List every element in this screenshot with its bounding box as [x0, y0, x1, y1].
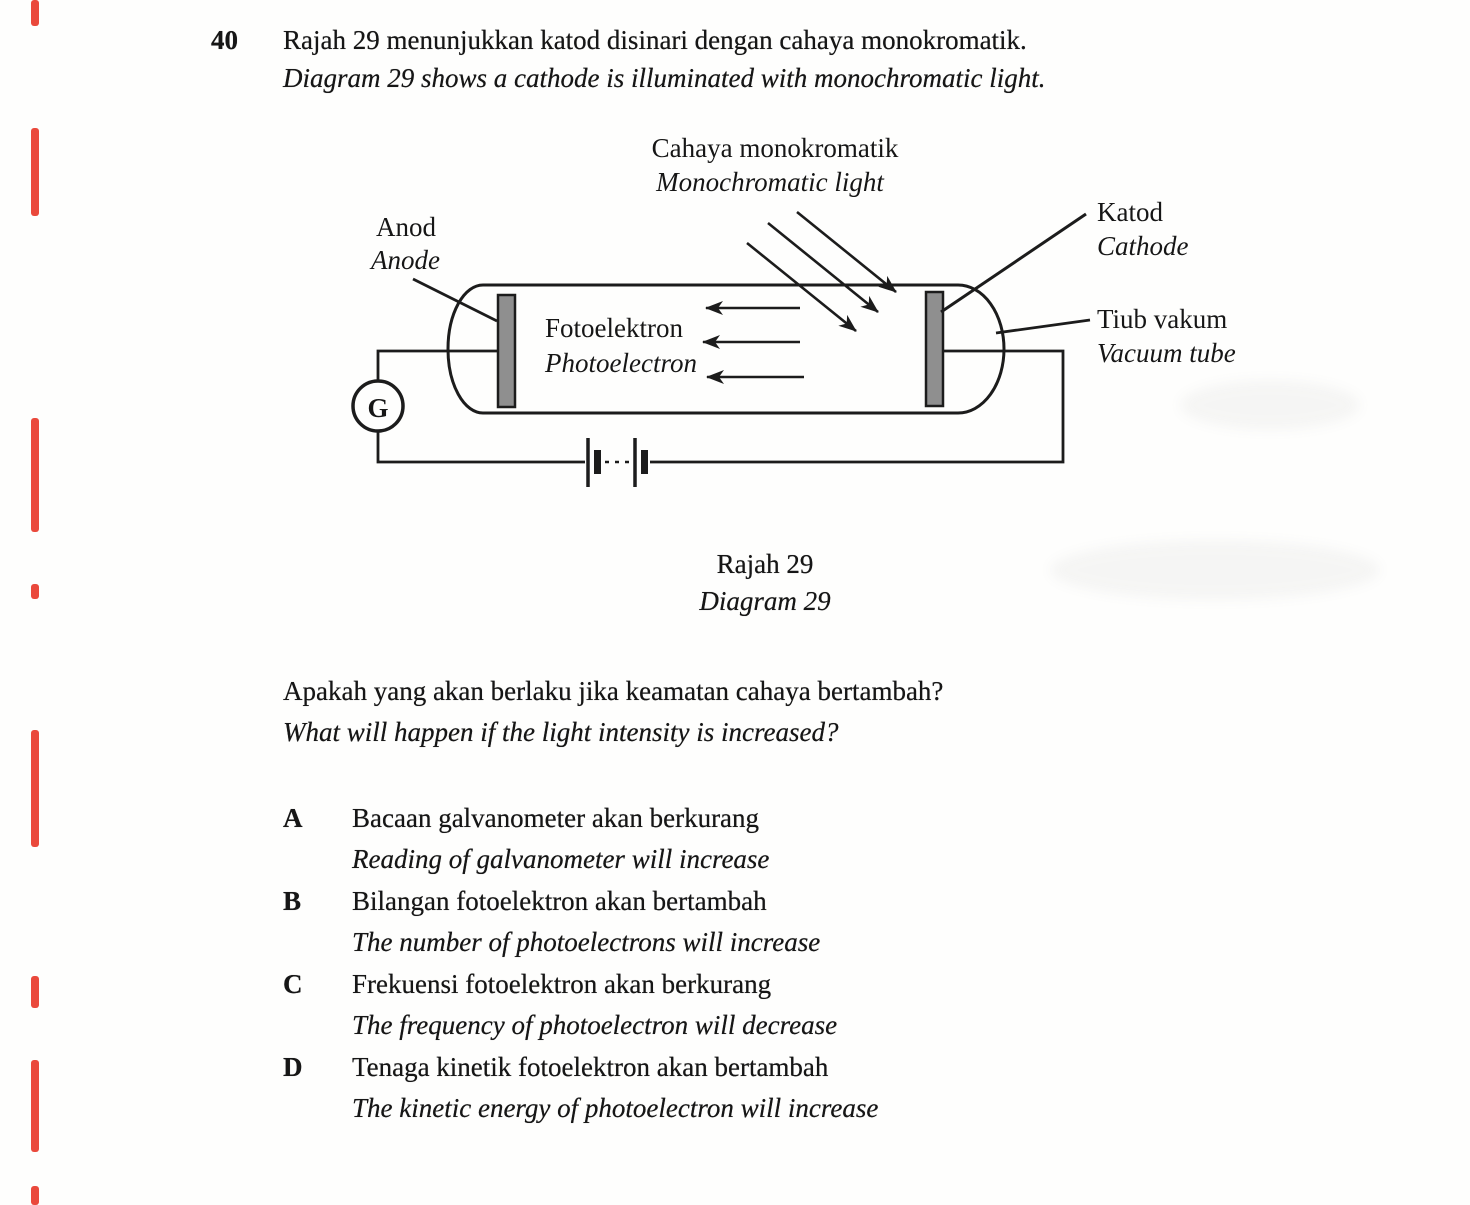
anode-label-english: Anode	[369, 245, 440, 275]
caption-malay: Rajah 29	[716, 549, 814, 579]
cathode-leader-line	[940, 212, 1087, 314]
vacuum-tube-outline	[446, 283, 1006, 415]
option-text-malay: Bacaan galvanometer akan berkurang	[352, 803, 760, 833]
light-label-malay: Cahaya monokromatik	[652, 133, 899, 163]
question-stem: Rajah 29 menunjukkan katod disinari deng…	[283, 21, 1046, 97]
option-row-c: C Frekuensi fotoelektron akan berkurang …	[283, 964, 878, 1046]
cathode-bar	[924, 290, 945, 408]
option-letter: A	[283, 803, 303, 833]
scan-mark	[31, 418, 39, 532]
question-number: 40	[211, 25, 238, 55]
options-list: A Bacaan galvanometer akan berkurang Rea…	[283, 798, 878, 1130]
scan-mark	[31, 1186, 39, 1205]
option-row-d: D Tenaga kinetik fotoelektron akan berta…	[283, 1047, 878, 1129]
option-letter: C	[283, 969, 303, 999]
caption-english: Diagram 29	[699, 586, 831, 616]
scan-mark	[31, 976, 39, 1008]
question-prompt: Apakah yang akan berlaku jika keamatan c…	[283, 671, 943, 753]
galvanometer-circle	[351, 379, 405, 433]
prompt-english: What will happen if the light intensity …	[283, 717, 839, 747]
option-text-english: Reading of galvanometer will increase	[352, 844, 770, 874]
option-text-english: The frequency of photoelectron will decr…	[352, 1010, 838, 1040]
anode-bar	[496, 293, 517, 409]
photoelectron-label-malay: Fotoelektron	[545, 313, 683, 343]
scan-smudge	[1050, 540, 1380, 600]
scan-mark	[31, 1060, 39, 1152]
wire-anode-to-galvanometer	[376, 349, 498, 381]
wire-battery-to-cathode	[650, 349, 1065, 464]
option-letter: B	[283, 886, 302, 916]
photoelectron-arrows	[702, 301, 804, 384]
option-text-malay: Frekuensi fotoelektron akan berkurang	[352, 969, 772, 999]
option-letter: D	[283, 1052, 303, 1082]
light-ray	[767, 221, 879, 314]
option-text-malay: Tenaga kinetik fotoelektron akan bertamb…	[352, 1052, 829, 1082]
option-text-english: The kinetic energy of photoelectron will…	[352, 1093, 879, 1123]
option-text-malay: Bilangan fotoelektron akan bertambah	[352, 886, 767, 916]
vacuum-tube-label-english: Vacuum tube	[1097, 338, 1236, 368]
light-label-english: Monochromatic light	[655, 167, 885, 197]
anode-label-malay: Anod	[376, 212, 436, 242]
vacuum-tube-label-malay: Tiub vakum	[1097, 304, 1227, 334]
stem-english: Diagram 29 shows a cathode is illuminate…	[283, 63, 1046, 93]
scan-mark	[31, 0, 39, 26]
cathode-label-english: Cathode	[1097, 231, 1189, 261]
light-rays	[746, 210, 897, 333]
wire-galvanometer-to-battery	[376, 431, 585, 464]
cathode-label-malay: Katod	[1097, 197, 1163, 227]
scan-mark	[31, 730, 39, 847]
light-ray	[746, 241, 857, 333]
battery-short-plate	[641, 450, 648, 474]
option-row-b: B Bilangan fotoelektron akan bertambah T…	[283, 881, 878, 963]
option-row-a: A Bacaan galvanometer akan berkurang Rea…	[283, 798, 878, 880]
photoelectron-label-english: Photoelectron	[544, 348, 697, 378]
scan-smudge	[1180, 380, 1360, 430]
anode-leader-line	[412, 277, 498, 323]
battery-short-plate	[594, 450, 601, 474]
prompt-malay: Apakah yang akan berlaku jika keamatan c…	[283, 676, 944, 706]
scan-mark	[31, 128, 39, 216]
vacuum-tube-leader-line	[995, 318, 1091, 335]
galvanometer-label: G	[367, 393, 388, 423]
battery	[586, 438, 648, 487]
option-text-english: The number of photoelectrons will increa…	[352, 927, 821, 957]
scan-mark	[31, 584, 39, 599]
light-ray	[796, 210, 897, 294]
diagram-caption: Rajah 29 Diagram 29	[565, 546, 965, 620]
stem-malay: Rajah 29 menunjukkan katod disinari deng…	[283, 25, 1027, 55]
